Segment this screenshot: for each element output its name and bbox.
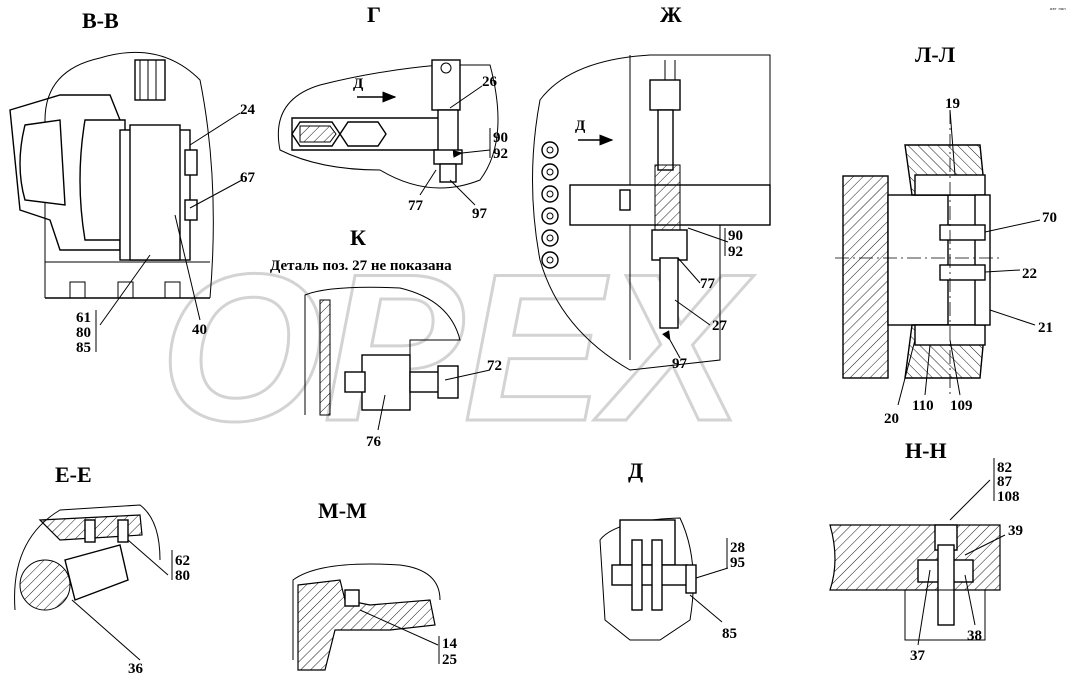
view-k-note: Деталь поз. 27 не показана — [270, 258, 452, 274]
view-bb-title: В-В — [82, 8, 119, 33]
view-d-title: Д — [628, 458, 643, 483]
view-k: К Деталь поз. 27 не показана 72 76 — [270, 225, 502, 450]
label-bb-80: 80 — [76, 325, 91, 341]
view-nn: Н-Н 82 87 108 39 37 38 — [829, 438, 1023, 664]
chain — [541, 141, 559, 269]
label-d-28: 28 — [730, 540, 745, 556]
label-k-76: 76 — [366, 434, 382, 450]
label-ee-62: 62 — [175, 553, 190, 569]
view-d: Д 28 95 85 — [599, 458, 745, 642]
view-zh-title: Ж — [660, 2, 682, 27]
view-zh: Ж Д 90 92 77 27 97 — [532, 2, 771, 372]
view-ee: Е-Е 62 80 36 — [14, 462, 190, 677]
view-mm: М-М 14 25 — [292, 498, 458, 671]
label-ll-22: 22 — [1022, 266, 1037, 282]
label-ll-70: 70 — [1042, 210, 1057, 226]
label-zh-90: 90 — [728, 228, 743, 244]
label-ll-110: 110 — [912, 398, 934, 414]
view-bb: В-В 24 67 40 61 80 85 — [9, 8, 256, 356]
label-zh-77: 77 — [700, 276, 716, 292]
view-ll: Л-Л 19 70 22 21 20 110 109 — [835, 42, 1057, 427]
label-g-90: 90 — [493, 130, 508, 146]
label-mm-14: 14 — [442, 636, 458, 652]
label-mm-25: 25 — [442, 652, 457, 668]
label-g-77: 77 — [408, 198, 424, 214]
label-nn-82: 82 — [997, 460, 1012, 476]
view-ll-title: Л-Л — [915, 42, 956, 67]
label-nn-39: 39 — [1008, 523, 1023, 539]
label-bb-85: 85 — [76, 340, 91, 356]
view-g-arrow-label: Д — [353, 76, 364, 92]
label-ee-80: 80 — [175, 568, 190, 584]
label-d-85: 85 — [722, 626, 737, 642]
watermark-text: OPEX — [160, 230, 754, 465]
view-g-title: Г — [367, 2, 381, 27]
label-nn-87: 87 — [997, 474, 1013, 490]
label-d-95: 95 — [730, 555, 745, 571]
label-zh-92: 92 — [728, 244, 743, 260]
view-ee-title: Е-Е — [55, 462, 92, 487]
view-zh-arrow-label: Д — [575, 118, 586, 134]
label-ll-20: 20 — [884, 411, 899, 427]
label-g-26: 26 — [482, 74, 498, 90]
label-nn-37: 37 — [910, 648, 926, 664]
corner-mark: ᵒᵉʳ ⁿᵒⁿ — [1050, 7, 1066, 14]
label-nn-38: 38 — [967, 628, 982, 644]
label-k-72: 72 — [487, 358, 502, 374]
label-zh-27: 27 — [712, 318, 728, 334]
label-bb-24: 24 — [240, 102, 256, 118]
label-ll-109: 109 — [950, 398, 973, 414]
view-mm-title: М-М — [318, 498, 367, 523]
label-g-97: 97 — [472, 206, 488, 222]
label-ll-21: 21 — [1038, 320, 1053, 336]
label-bb-61: 61 — [76, 310, 91, 326]
view-k-title: К — [350, 225, 366, 250]
label-g-92: 92 — [493, 146, 508, 162]
label-ee-36: 36 — [128, 661, 144, 677]
label-bb-40: 40 — [192, 322, 207, 338]
label-ll-19: 19 — [945, 96, 960, 112]
label-nn-108: 108 — [997, 489, 1020, 505]
view-g: Г Д 26 90 92 77 97 — [277, 2, 508, 222]
watermark: OPEX — [159, 229, 756, 467]
view-nn-title: Н-Н — [905, 438, 947, 463]
label-bb-67: 67 — [240, 170, 256, 186]
label-zh-97: 97 — [672, 356, 688, 372]
